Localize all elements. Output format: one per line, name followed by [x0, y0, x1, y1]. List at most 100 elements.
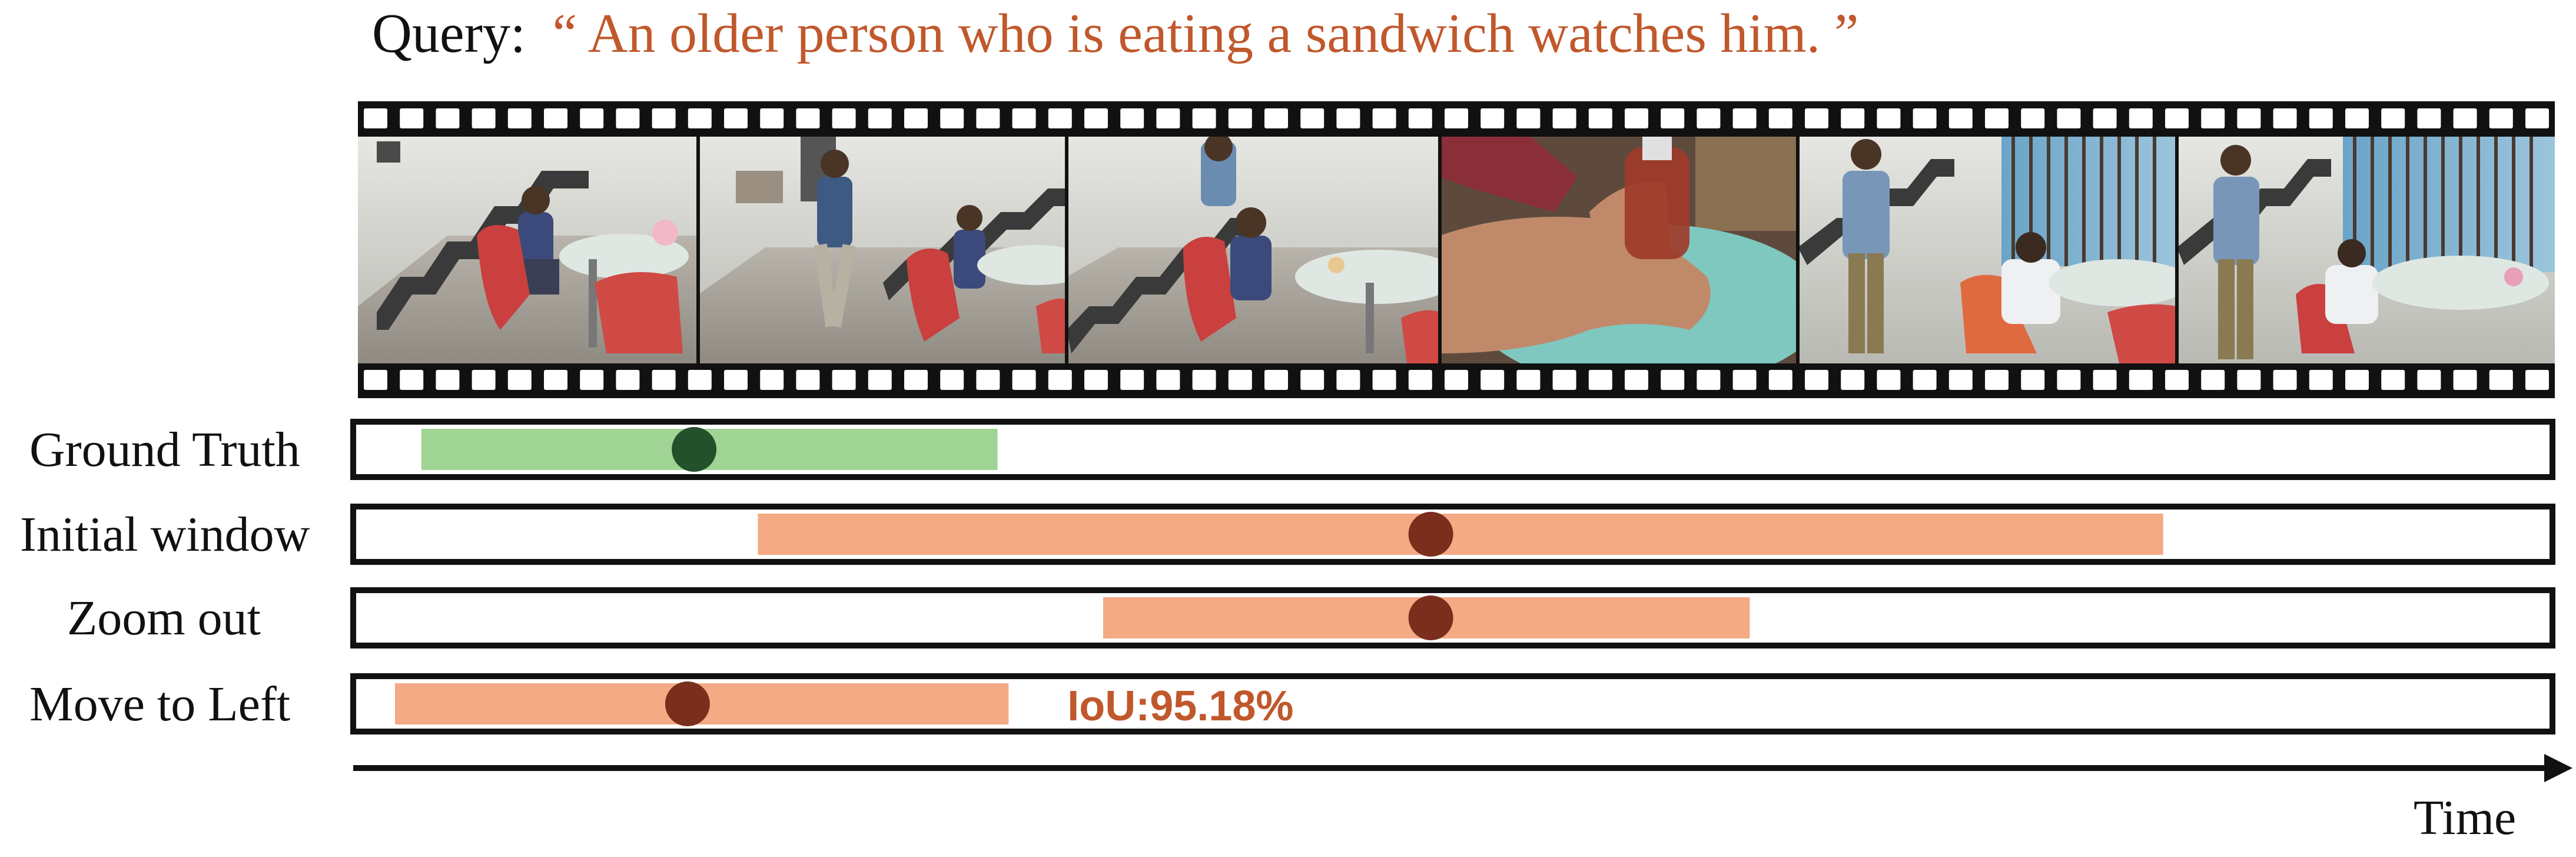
film-sprocket-hole: [904, 108, 928, 128]
film-sprocket-hole: [2129, 370, 2153, 390]
film-sprocket-hole: [1877, 108, 1901, 128]
video-film-strip: [358, 101, 2555, 398]
film-sprocket-hole: [2165, 108, 2189, 128]
film-sprocket-hole: [1228, 370, 1252, 390]
film-sprocket-hole: [1841, 108, 1865, 128]
film-sprocket-hole: [2129, 108, 2153, 128]
film-sprocket-hole: [616, 370, 640, 390]
film-sprocket-hole: [1012, 370, 1036, 390]
film-sprocket-hole: [2237, 108, 2261, 128]
film-sprocket-hole: [1877, 370, 1901, 390]
film-sprocket-hole: [580, 370, 604, 390]
film-sprocket-hole: [1336, 108, 1360, 128]
film-sprocket-hole: [1012, 108, 1036, 128]
film-sprocket-hole: [2489, 108, 2513, 128]
film-sprocket-hole: [796, 370, 820, 390]
frame-separators: [696, 137, 2179, 363]
film-sprocket-hole: [940, 108, 964, 128]
film-sprocket-hole: [580, 108, 604, 128]
film-sprocket-hole: [1192, 108, 1216, 128]
film-sprocket-hole: [2201, 370, 2225, 390]
video-frame-4: [1440, 137, 1798, 363]
film-sprocket-hole: [436, 370, 460, 390]
query-prefix: Query:: [372, 3, 526, 64]
film-sprocket-hole: [976, 370, 1000, 390]
video-frame-2: [698, 137, 1067, 363]
film-sprocket-hole: [1625, 108, 1648, 128]
film-sprocket-hole: [1661, 108, 1685, 128]
film-sprocket-hole: [1841, 370, 1865, 390]
film-sprocket-hole: [2237, 370, 2261, 390]
svg-text:Query: “ An older pers: Query: “ An older person who is eating a…: [372, 3, 1858, 64]
video-frame-3: [1067, 137, 1440, 363]
film-sprocket-hole: [2381, 370, 2405, 390]
film-sprocket-hole: [832, 108, 856, 128]
film-sprocket-hole: [940, 370, 964, 390]
film-sprocket-hole: [364, 370, 387, 390]
film-sprocket-hole: [2525, 370, 2549, 390]
film-sprocket-hole: [364, 108, 387, 128]
track-label: Ground Truth: [29, 422, 300, 477]
track-ground-truth-1: Ground Truth: [29, 419, 2555, 480]
query-close-quote: ”: [1834, 3, 1859, 64]
film-sprocket-hole: [724, 370, 748, 390]
film-sprocket-hole: [1732, 108, 1757, 128]
film-sprocket-hole: [1588, 108, 1612, 128]
film-sprocket-hole: [868, 370, 892, 390]
track-prediction-2: Initial window: [20, 504, 2555, 565]
film-sprocket-hole: [976, 108, 1000, 128]
film-sprocket-hole: [1480, 370, 1505, 390]
film-sprocket-hole: [2381, 108, 2405, 128]
segment-center-marker: [1408, 595, 1453, 640]
film-sprocket-hole: [400, 108, 424, 128]
film-sprocket-hole: [1552, 108, 1576, 128]
film-sprocket-hole: [1697, 108, 1721, 128]
film-sprocket-hole: [2201, 108, 2225, 128]
film-sprocket-hole: [1913, 108, 1937, 128]
film-sprocket-hole: [868, 108, 892, 128]
film-sprockets-top: [364, 108, 2549, 128]
time-axis-arrowhead: [2544, 754, 2572, 782]
film-sprocket-hole: [1120, 370, 1144, 390]
film-sprocket-hole: [688, 370, 712, 390]
film-sprocket-hole: [1048, 108, 1072, 128]
film-sprocket-hole: [1516, 370, 1541, 390]
film-sprocket-hole: [436, 108, 460, 128]
film-sprocket-hole: [544, 370, 567, 390]
film-sprocket-hole: [1516, 108, 1541, 128]
film-sprocket-hole: [1264, 108, 1288, 128]
film-sprocket-hole: [1228, 108, 1252, 128]
film-sprocket-hole: [1985, 370, 2009, 390]
film-sprocket-hole: [2021, 370, 2045, 390]
video-frame-1: [358, 137, 698, 363]
film-sprocket-hole: [1408, 108, 1432, 128]
query-open-quote: “: [553, 3, 577, 64]
track-prediction-3: Zoom out: [67, 587, 2555, 648]
segment-center-marker: [665, 681, 710, 726]
film-sprocket-hole: [1084, 108, 1108, 128]
film-sprocket-hole: [2273, 370, 2297, 390]
film-sprocket-hole: [1120, 108, 1144, 128]
film-sprocket-hole: [2273, 108, 2297, 128]
time-axis-label: Time: [2414, 790, 2516, 845]
film-sprocket-hole: [1084, 370, 1108, 390]
film-sprocket-hole: [1948, 370, 1973, 390]
film-sprocket-hole: [616, 108, 640, 128]
film-sprocket-hole: [1661, 370, 1685, 390]
film-sprocket-hole: [1552, 370, 1576, 390]
film-sprocket-hole: [2453, 108, 2477, 128]
film-sprocket-hole: [472, 370, 496, 390]
film-sprocket-hole: [1625, 370, 1648, 390]
film-sprocket-hole: [1156, 370, 1180, 390]
film-sprocket-hole: [2345, 370, 2369, 390]
film-sprocket-hole: [472, 108, 496, 128]
film-sprocket-hole: [2057, 370, 2081, 390]
film-sprocket-hole: [2021, 108, 2045, 128]
film-sprocket-hole: [2417, 108, 2441, 128]
film-sprocket-hole: [2417, 370, 2441, 390]
track-label: Move to Left: [29, 677, 290, 732]
segment-center-marker: [672, 427, 717, 472]
